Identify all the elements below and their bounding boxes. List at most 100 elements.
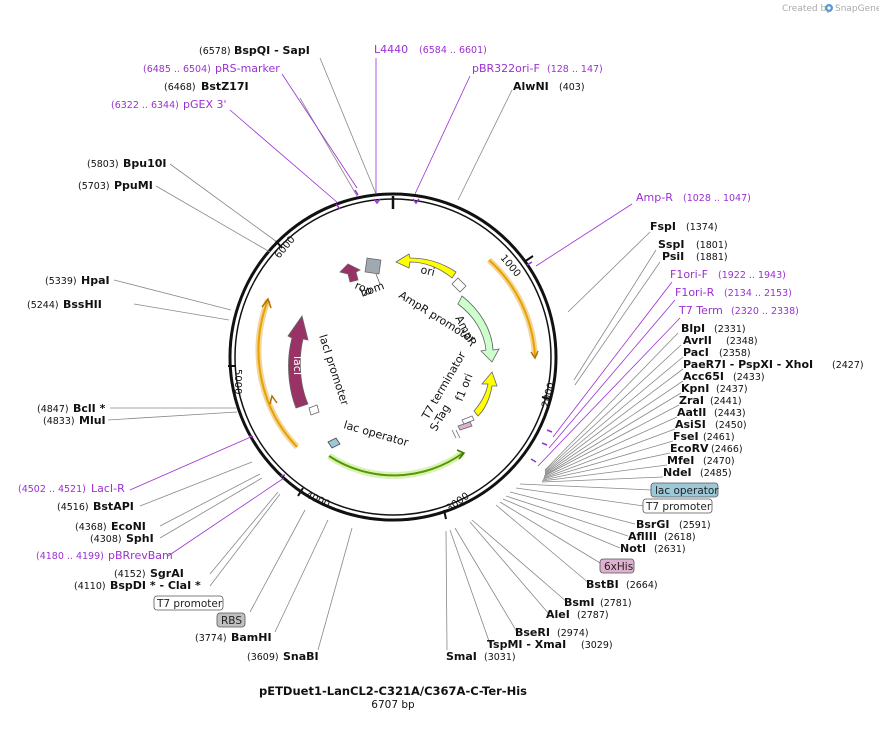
label-ori: ori: [419, 263, 436, 279]
site-ecorv: EcoRV: [670, 442, 709, 455]
primer-l4440: L4440: [374, 43, 408, 56]
site-psii-pos: (1881): [696, 252, 728, 263]
site-ppumi-pos: (5703): [78, 181, 110, 192]
site-blpi: BlpI: [681, 322, 705, 335]
site-bsmi-pos: (2781): [600, 598, 632, 609]
lac-operator-arc: [328, 452, 464, 477]
site-bsmi: BsmI: [564, 596, 595, 609]
site-bspdi-clai-pos: (4110): [74, 581, 106, 592]
box-t7-promoter-right: [642, 498, 713, 514]
site-ppumi: PpuMI: [114, 179, 153, 192]
site-aatii: AatII: [677, 406, 706, 419]
box-lac-operator-label: lac operator: [655, 485, 719, 497]
site-hpai: HpaI: [81, 274, 110, 287]
box-t7-promoter-right-label: T7 promoter: [645, 501, 712, 513]
ori-feature: [395, 253, 457, 279]
snapgene-logo-icon: [825, 4, 833, 12]
label-laci: lacI: [291, 356, 304, 375]
site-avrii-pos: (2348): [726, 336, 758, 347]
primer-pgex3-pos: (6322 .. 6344): [111, 100, 179, 111]
orange-arc-1-arrow: [530, 350, 539, 360]
t7-terminator-feature: [461, 415, 475, 425]
box-6xhis-label: 6xHis: [604, 561, 633, 573]
site-noti-pos: (2631): [654, 544, 686, 555]
primer-laci-r: LacI-R: [91, 482, 125, 495]
label-laci-promoter: lacI promoter: [316, 333, 351, 407]
box-rbs-label: RBS: [221, 615, 242, 627]
ampr-feature: [457, 295, 500, 363]
site-bstapi-pos: (4516): [57, 502, 89, 513]
s-tag-hatch: [451, 429, 461, 439]
tick-3000: 3000: [444, 491, 471, 515]
backbone-outer: [228, 192, 558, 522]
primer-prs-marker-pos: (6485 .. 6504): [143, 64, 211, 75]
site-econi-pos: (4368): [75, 522, 107, 533]
site-bspqi-sapi-pos: (6578): [199, 46, 231, 57]
primer-laci-r-pos: (4502 .. 4521): [18, 484, 86, 495]
site-bcli: BclI *: [73, 402, 106, 415]
site-alei: AleI: [546, 608, 570, 621]
site-hpai-pos: (5339): [45, 276, 77, 287]
tick-4000: 4000: [304, 490, 332, 511]
site-psii: PsiI: [662, 250, 684, 263]
site-zrai-pos: (2441): [710, 396, 742, 407]
site-fsei-pos: (2461): [703, 432, 735, 443]
site-sspi-pos: (1801): [696, 240, 728, 251]
primer-pbrrevbam-pos: (4180 .. 4199): [36, 551, 104, 562]
site-avrii: AvrII: [683, 334, 712, 347]
primer-prs-marker: pRS-marker: [215, 62, 280, 75]
box-t7-promoter-left-label: T7 promoter: [156, 598, 223, 610]
site-mlui: MluI: [79, 414, 106, 427]
site-ndei-pos: (2485): [700, 468, 732, 479]
primer-f1ori-r: F1ori-R: [675, 286, 715, 299]
site-smai: SmaI: [446, 650, 477, 663]
site-bseri-pos: (2974): [557, 628, 589, 639]
site-sspi: SspI: [658, 238, 684, 251]
site-alwni-pos: (403): [559, 82, 585, 93]
orange-arc-2-arrow-b: [269, 394, 278, 405]
site-afliii-pos: (2618): [664, 532, 696, 543]
site-tspmi-xmai: TspMI - XmaI: [487, 638, 566, 651]
primer-marks: [248, 189, 553, 477]
boxed-labels: lac operator T7 promoter 6xHis T7 promot…: [153, 482, 719, 628]
ampr-promoter-feature: [451, 277, 467, 293]
enzyme-labels-right: AlwNI (403) FspI (1374) SspI (1801) PsiI…: [446, 80, 864, 663]
box-rbs: [216, 612, 246, 628]
site-bcli-pos: (4847): [37, 404, 69, 415]
site-afliii: AflIII: [628, 530, 657, 543]
primer-amp-r-pos: (1028 .. 1047): [683, 193, 751, 204]
site-bsrgi-pos: (2591): [679, 520, 711, 531]
primer-pgex3: pGEX 3': [183, 98, 227, 111]
laci-promoter-feature: [308, 404, 320, 416]
site-snabi-pos: (3609): [247, 652, 279, 663]
site-fspi: FspI: [650, 220, 676, 233]
site-mfei: MfeI: [667, 454, 694, 467]
tick-5000: 5000: [232, 369, 243, 394]
site-paci: PacI: [683, 346, 709, 359]
site-smai-pos: (3031): [484, 652, 516, 663]
site-sphi: SphI: [126, 532, 154, 545]
site-paer7i-pspxi-xhoi-pos: (2427): [832, 360, 864, 371]
primer-leaders: [129, 58, 681, 557]
site-bamhi-pos: (3774): [195, 633, 227, 644]
site-mfei-pos: (2470): [703, 456, 735, 467]
site-ndei: NdeI: [663, 466, 692, 479]
site-bsshii-pos: (5244): [27, 300, 59, 311]
primer-pbrrevbam: pBRrevBam: [108, 549, 173, 562]
primer-pbr322ori-f: pBR322ori-F: [472, 62, 540, 75]
site-sgrai-pos: (4152): [114, 569, 146, 580]
primer-t7-term-pos: (2320 .. 2338): [731, 306, 799, 317]
site-bpu10i: Bpu10I: [123, 157, 167, 170]
site-aatii-pos: (2443): [714, 408, 746, 419]
box-6xhis: [599, 558, 635, 574]
tick-6000: 6000: [273, 234, 298, 261]
site-acc65i: Acc65I: [683, 370, 724, 383]
enzyme-labels-left: (6578) BspQI - SapI (6468) BstZ17I (5803…: [27, 44, 319, 663]
site-ecorv-pos: (2466): [711, 444, 743, 455]
site-kpni-pos: (2437): [716, 384, 748, 395]
bom-feature: [364, 257, 382, 275]
site-noti: NotI: [620, 542, 646, 555]
site-paer7i-pspxi-xhoi: PaeR7I - PspXI - XhoI: [683, 358, 813, 371]
orange-arc-2-arrow: [261, 297, 272, 309]
site-kpni: KpnI: [681, 382, 709, 395]
